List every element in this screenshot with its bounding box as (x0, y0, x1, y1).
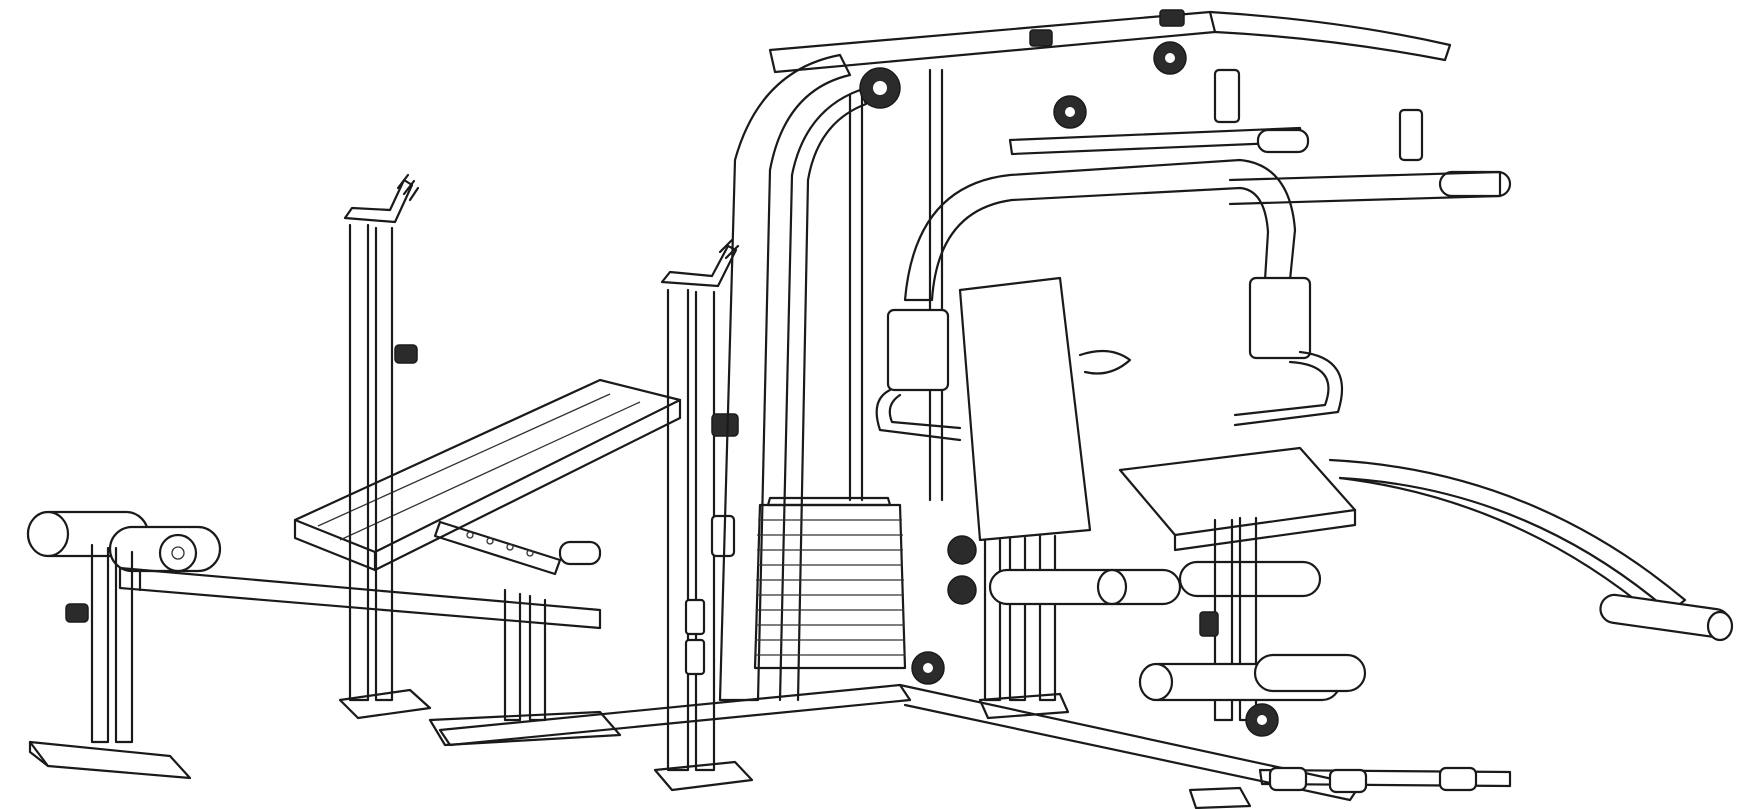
barbell-upright-left (338, 173, 432, 720)
barbell-upright-right (653, 238, 754, 792)
main-tower (718, 9, 1452, 702)
weight-stack (753, 496, 907, 670)
leg-extension-pad (1118, 446, 1734, 642)
seat-backrest (947, 276, 1132, 720)
leg-rollers-right (988, 516, 1367, 737)
bench-front-leg (28, 543, 192, 780)
press-arm-assembly (875, 68, 1512, 442)
base-frame (438, 683, 1512, 809)
leg-roller-left (26, 510, 222, 573)
adjustable-bench (26, 378, 682, 780)
